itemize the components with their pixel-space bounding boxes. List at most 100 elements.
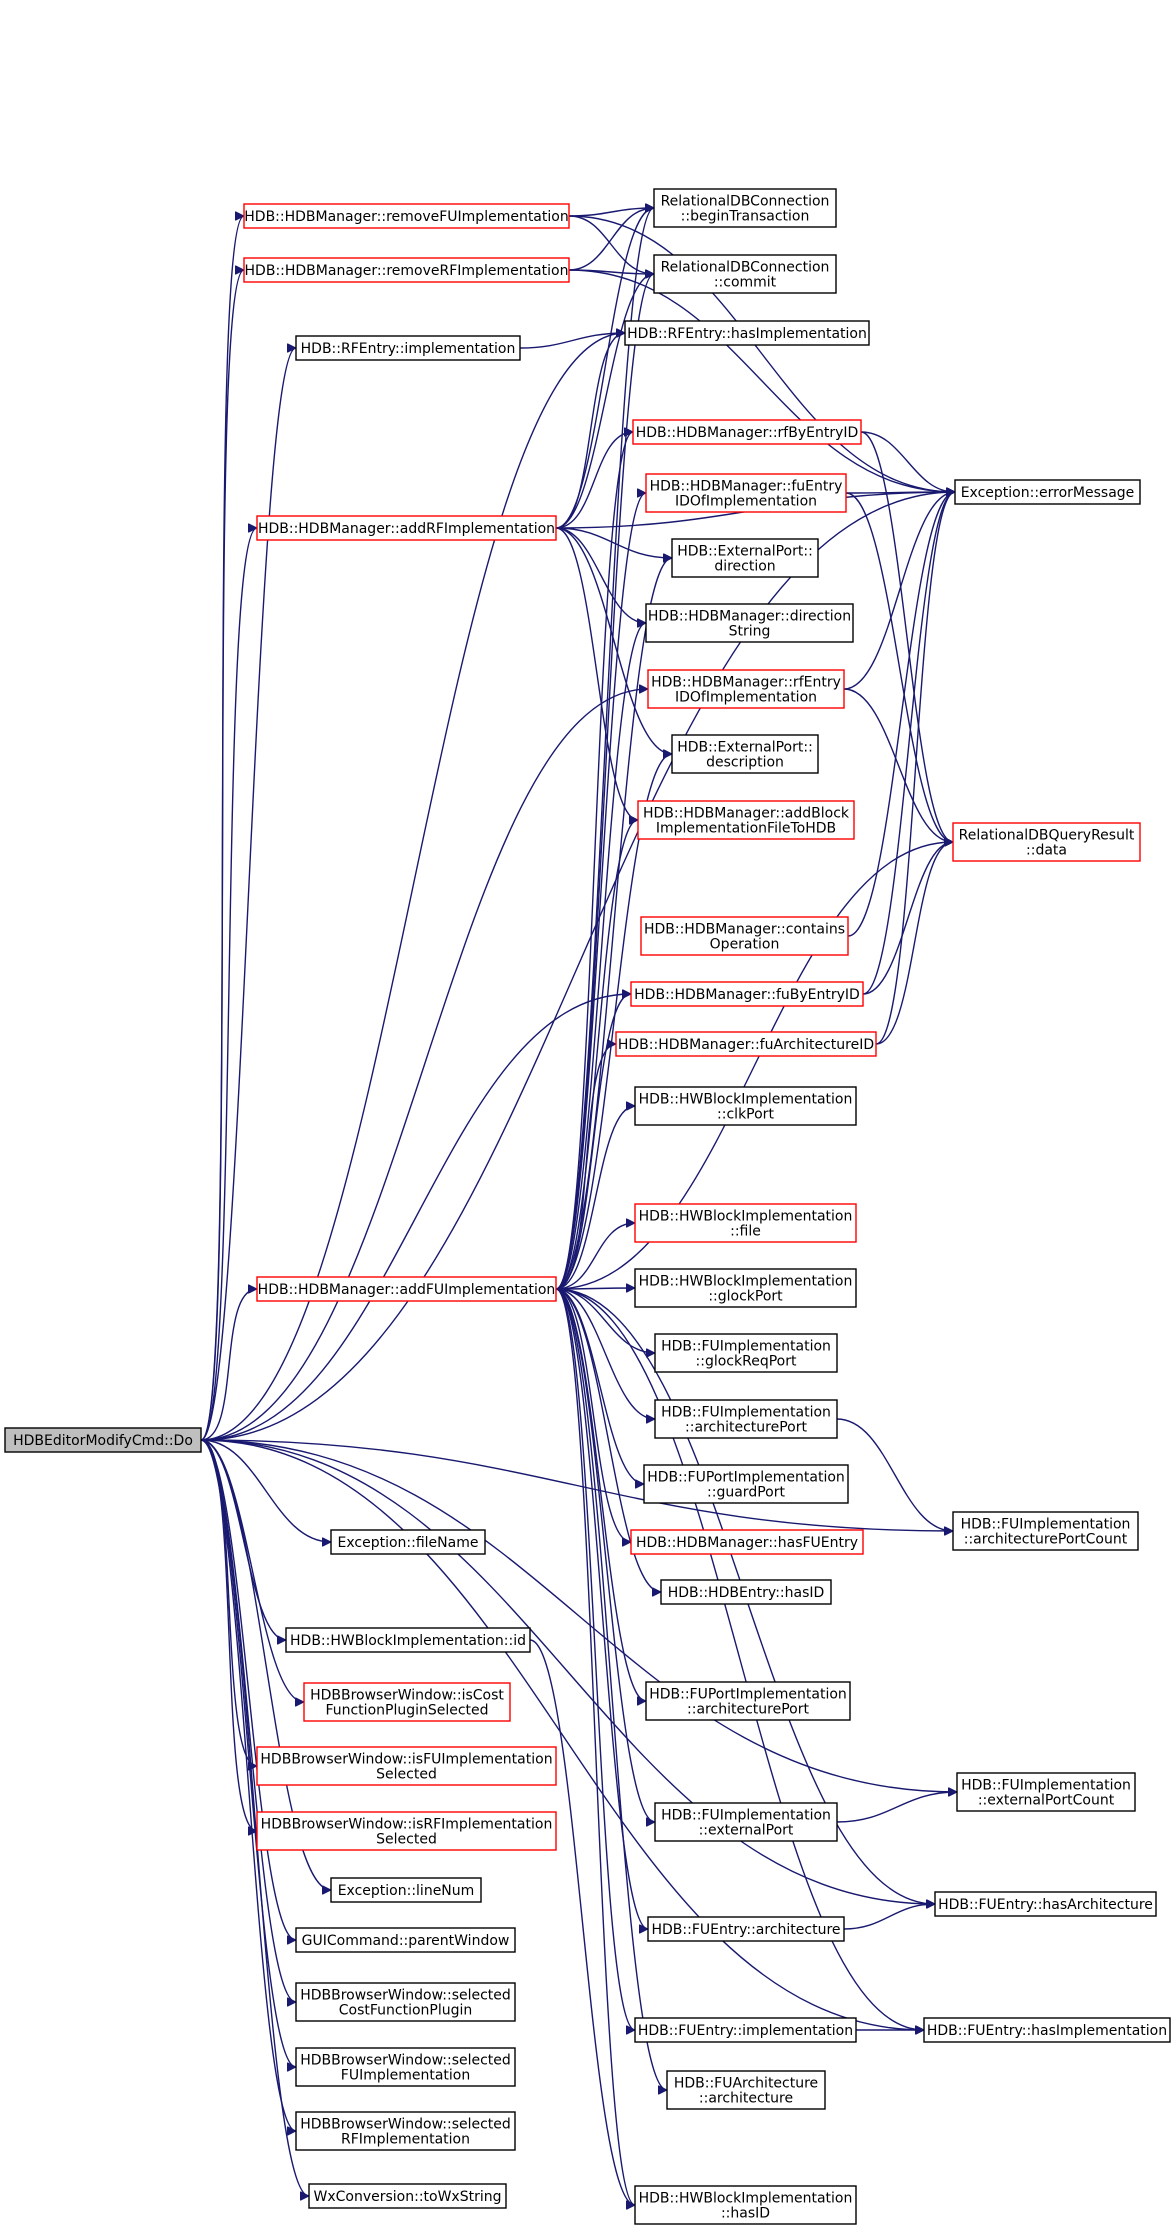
edge-root-to-extPortCount: [200, 1439, 957, 1792]
node-fileName[interactable]: Exception::fileName: [330, 1529, 486, 1555]
node-hwFile[interactable]: HDB::HWBlockImplementation::file: [634, 1203, 857, 1243]
node-hasImpl[interactable]: HDB::FUEntry::hasImplementation: [923, 2017, 1171, 2043]
edge-root-to-parentWindow: [200, 1439, 297, 1940]
node-hasArch[interactable]: HDB::FUEntry::hasArchitecture: [934, 1891, 1157, 1917]
node-box-errMsg: [954, 479, 1141, 505]
edge-addFU-to-hasImpl: [555, 1288, 924, 2030]
node-glockPort[interactable]: HDB::HWBlockImplementation::glockPort: [634, 1268, 857, 1308]
node-glockReq[interactable]: HDB::FUImplementation::glockReqPort: [654, 1333, 838, 1373]
node-label-hwHasId-0: HDB::HWBlockImplementation: [639, 2191, 853, 2207]
node-label-addFU-0: HDB::HDBManager::addFUImplementation: [258, 1282, 556, 1298]
edge-addRF-to-rfByEntry: [555, 432, 633, 529]
node-box-rfEntryIdOf: [647, 669, 845, 709]
node-isRF[interactable]: HDBBrowserWindow::isRFImplementationSele…: [256, 1811, 557, 1851]
edge-addFU-to-glockReq: [555, 1288, 655, 1353]
node-addRF[interactable]: HDB::HDBManager::addRFImplementation: [256, 515, 557, 541]
node-label-commit-1: ::commit: [714, 275, 777, 291]
edge-fuEntryArch-to-hasArch: [843, 1904, 935, 1930]
edge-addRF-to-epDescription: [555, 527, 672, 754]
node-box-hwId: [285, 1627, 531, 1653]
edge-root-to-toWx: [200, 1439, 310, 2196]
node-extPort[interactable]: HDB::FUImplementation::externalPort: [654, 1802, 838, 1842]
node-box-epDescription: [671, 734, 819, 774]
node-label-hwFile-1: ::file: [730, 1224, 761, 1240]
edge-addFU-to-fuArchId: [555, 1044, 617, 1290]
node-fuByEntry[interactable]: HDB::HDBManager::fuByEntryID: [630, 981, 864, 1007]
node-clkPort[interactable]: HDB::HWBlockImplementation::clkPort: [634, 1086, 857, 1126]
node-label-fupArchPort-0: HDB::FUPortImplementation: [649, 1687, 847, 1703]
node-parentWindow[interactable]: GUICommand::parentWindow: [295, 1927, 516, 1953]
node-rfEntryIdOf[interactable]: HDB::HDBManager::rfEntryIDOfImplementati…: [647, 669, 845, 709]
node-epDescription[interactable]: HDB::ExternalPort::description: [671, 734, 819, 774]
node-label-fuArchArch-0: HDB::FUArchitecture: [674, 2076, 818, 2092]
node-rfImpl[interactable]: HDB::RFEntry::implementation: [295, 335, 521, 361]
node-isFU[interactable]: HDBBrowserWindow::isFUImplementationSele…: [256, 1746, 557, 1786]
node-label-epDirection-1: direction: [714, 559, 775, 575]
edge-addFU-to-dbData: [555, 842, 953, 1290]
node-box-hwFile: [634, 1203, 857, 1243]
node-isCost[interactable]: HDBBrowserWindow::isCostFunctionPluginSe…: [303, 1682, 511, 1722]
edge-root-to-isRF: [200, 1439, 258, 1831]
edge-addRF-to-beginTx: [555, 208, 655, 529]
edge-root-to-hasImpl: [200, 1439, 924, 2030]
node-label-extPortCount-1: ::externalPortCount: [978, 1793, 1115, 1809]
node-box-dbData: [952, 822, 1141, 862]
node-label-extPortCount-0: HDB::FUImplementation: [961, 1778, 1131, 1794]
node-fuEntryImpl[interactable]: HDB::FUEntry::implementation: [634, 2017, 857, 2043]
node-rfHasImpl[interactable]: HDB::RFEntry::hasImplementation: [624, 320, 870, 346]
node-label-hasArch-0: HDB::FUEntry::hasArchitecture: [938, 1897, 1153, 1913]
node-label-root-0: HDBEditorModifyCmd::Do: [13, 1433, 193, 1449]
node-dbData[interactable]: RelationalDBQueryResult::data: [952, 822, 1141, 862]
node-archPortCount[interactable]: HDB::FUImplementation::architecturePortC…: [952, 1511, 1139, 1551]
node-commit[interactable]: RelationalDBConnection::commit: [653, 254, 837, 294]
node-lineNum[interactable]: Exception::lineNum: [330, 1877, 482, 1903]
node-addFU[interactable]: HDB::HDBManager::addFUImplementation: [256, 1276, 557, 1302]
node-label-isCost-1: FunctionPluginSelected: [325, 1703, 488, 1719]
node-epDirection[interactable]: HDB::ExternalPort::direction: [671, 538, 819, 578]
node-guardPort[interactable]: HDB::FUPortImplementation::guardPort: [643, 1464, 849, 1504]
node-fuArchArch[interactable]: HDB::FUArchitecture::architecture: [666, 2070, 826, 2110]
node-fuEntryIdOf[interactable]: HDB::HDBManager::fuEntryIDOfImplementati…: [645, 473, 847, 513]
edge-root-to-hasArch: [200, 1439, 935, 1904]
edge-addFU-to-clkPort: [555, 1106, 636, 1290]
node-selFU[interactable]: HDBBrowserWindow::selectedFUImplementati…: [295, 2047, 516, 2087]
node-label-rfEntryIdOf-1: IDOfImplementation: [675, 690, 817, 706]
node-box-lineNum: [330, 1877, 482, 1903]
node-archPort[interactable]: HDB::FUImplementation::architecturePort: [654, 1399, 838, 1439]
node-label-archPort-1: ::architecturePort: [685, 1420, 807, 1436]
node-root[interactable]: HDBEditorModifyCmd::Do: [4, 1427, 202, 1453]
node-errMsg[interactable]: Exception::errorMessage: [954, 479, 1141, 505]
node-removeRF[interactable]: HDB::HDBManager::removeRFImplementation: [243, 257, 570, 283]
node-selCost[interactable]: HDBBrowserWindow::selectedCostFunctionPl…: [295, 1982, 516, 2022]
node-label-glockReq-0: HDB::FUImplementation: [661, 1339, 831, 1355]
node-selRF[interactable]: HDBBrowserWindow::selectedRFImplementati…: [295, 2111, 516, 2151]
node-box-commit: [653, 254, 837, 294]
node-removeFU[interactable]: HDB::HDBManager::removeFUImplementation: [243, 203, 570, 229]
node-label-rfByEntry-0: HDB::HDBManager::rfByEntryID: [636, 425, 859, 441]
node-label-isCost-0: HDBBrowserWindow::isCost: [310, 1688, 504, 1704]
node-rfByEntry[interactable]: HDB::HDBManager::rfByEntryID: [632, 419, 862, 445]
node-extPortCount[interactable]: HDB::FUImplementation::externalPortCount: [956, 1772, 1136, 1812]
node-label-extPort-1: ::externalPort: [699, 1823, 794, 1839]
node-hwHasId[interactable]: HDB::HWBlockImplementation::hasID: [634, 2185, 857, 2225]
node-fupArchPort[interactable]: HDB::FUPortImplementation::architectureP…: [645, 1681, 851, 1721]
node-box-rfImpl: [295, 335, 521, 361]
edge-addRF-to-addBlock: [555, 527, 639, 820]
node-label-beginTx-0: RelationalDBConnection: [661, 194, 830, 210]
node-hwId[interactable]: HDB::HWBlockImplementation::id: [285, 1627, 531, 1653]
node-beginTx[interactable]: RelationalDBConnection::beginTransaction: [653, 188, 837, 228]
node-fuArchId[interactable]: HDB::HDBManager::fuArchitectureID: [615, 1031, 877, 1057]
node-hasFUEntry[interactable]: HDB::HDBManager::hasFUEntry: [630, 1529, 864, 1555]
node-label-clkPort-0: HDB::HWBlockImplementation: [639, 1092, 853, 1108]
node-box-guardPort: [643, 1464, 849, 1504]
node-label-fuEntryImpl-0: HDB::FUEntry::implementation: [638, 2023, 853, 2039]
node-toWx[interactable]: WxConversion::toWxString: [308, 2183, 507, 2209]
node-box-hwHasId: [634, 2185, 857, 2225]
node-addBlock[interactable]: HDB::HDBManager::addBlockImplementationF…: [637, 800, 855, 840]
node-fuEntryArch[interactable]: HDB::FUEntry::architecture: [647, 1916, 845, 1942]
node-label-epDescription-1: description: [706, 755, 784, 771]
node-hdbHasId[interactable]: HDB::HDBEntry::hasID: [660, 1579, 832, 1605]
edge-addRF-to-commit: [555, 274, 655, 529]
